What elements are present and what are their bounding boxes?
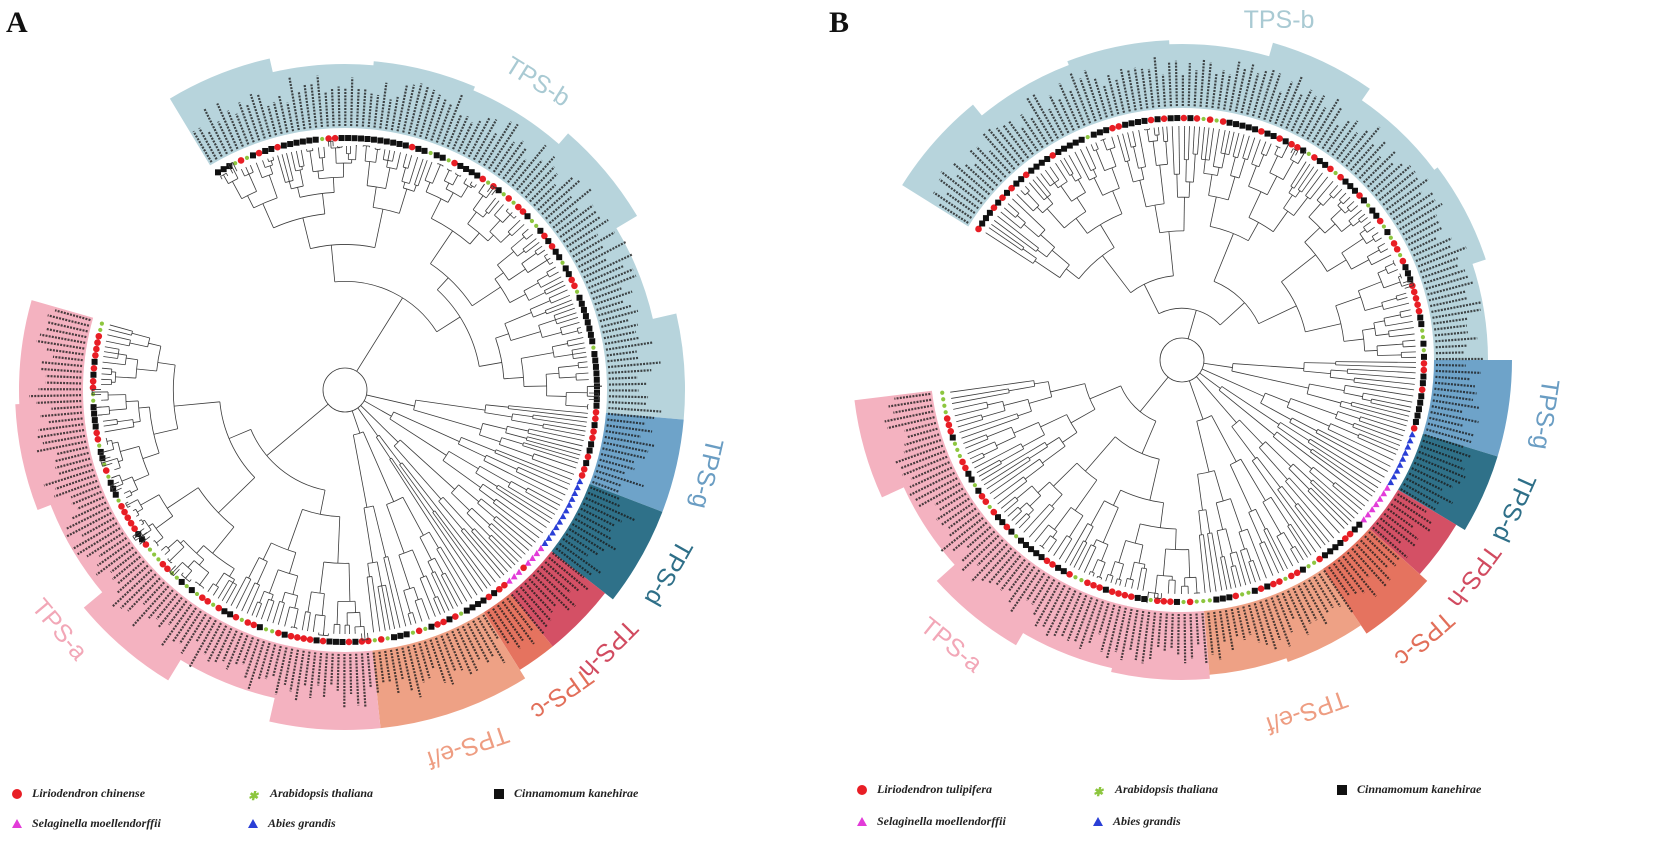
legend-label: Abies grandis [1113, 814, 1181, 828]
legend-label: Cinnamomum kanehirae [514, 786, 639, 800]
legend-label: Arabidopsis thaliana [270, 786, 374, 800]
legend-item-abies-grandis: Abies grandis [1093, 814, 1181, 829]
legend-item-selaginella-moellendorffii: Selaginella moellendorffii [12, 816, 161, 831]
clade-label-tpsg: TPS-g [1526, 377, 1564, 451]
red-circle-icon [12, 788, 22, 799]
green-star-icon: ✱ [248, 788, 259, 803]
clade-label-tpsa: TPS-a [915, 612, 988, 678]
legend-item-abies-grandis: Abies grandis [248, 816, 336, 831]
legend-item-liriodendron-tulipifera: Liriodendron tulipifera [857, 782, 992, 797]
clade-band-tpsef [1203, 597, 1288, 675]
clade-band-tpsb [447, 89, 560, 193]
leaf-labels [29, 75, 662, 708]
clade-label-tpsa: TPS-a [26, 593, 93, 665]
clade-band-tpsa [50, 484, 145, 594]
clade-band-tpsc [1322, 528, 1428, 634]
legend-label: Liriodendron tulipifera [877, 782, 993, 796]
red-circle-icon [857, 784, 867, 795]
panel-letter-b: B [829, 6, 850, 39]
legend-label: Arabidopsis thaliana [1115, 782, 1219, 796]
magenta-triangle-icon [12, 819, 22, 828]
clade-label-tpsd: TPS-d [1487, 470, 1541, 546]
clade-band-tpsd [551, 483, 663, 600]
panel-letter-a: A [6, 6, 28, 39]
legend-item-liriodendron-chinense: Liriodendron chinense [12, 786, 145, 801]
leaf-labels [884, 56, 1484, 665]
clade-label-tpsef: TPS-e/f [1262, 685, 1351, 740]
clade-band-tpsb [367, 61, 476, 150]
clade-label-tpsg: TPS-g [685, 436, 728, 511]
black-square-icon [494, 788, 504, 799]
legend-item-cinnamomum-kanehirae: Cinnamomum kanehirae [494, 786, 638, 801]
clade-band-tpsa [903, 464, 996, 566]
clade-band-tpsd [1398, 433, 1498, 530]
clade-band-tpsb [169, 58, 287, 166]
legend-item-cinnamomum-kanehirae: Cinnamomum kanehirae [1337, 782, 1481, 797]
magenta-triangle-icon [857, 817, 867, 826]
blue-triangle-icon [248, 819, 258, 828]
black-square-icon [1337, 784, 1347, 795]
legend-label: Cinnamomum kanehirae [1357, 782, 1482, 796]
clade-band-tpsb [1324, 99, 1436, 210]
green-star-icon: ✱ [1093, 784, 1104, 799]
blue-triangle-icon [1093, 817, 1103, 826]
legend-label: Liriodendron chinense [32, 786, 146, 800]
legend-label: Selaginella moellendorffii [877, 814, 1006, 828]
clade-label-tpsc: TPS-c [1389, 605, 1460, 672]
clade-band-tpsa [269, 645, 381, 730]
legend-item-arabidopsis-thaliana: ✱ Arabidopsis thaliana [248, 786, 374, 803]
legend-item-selaginella-moellendorffii: Selaginella moellendorffii [857, 814, 1006, 829]
legend-label: Abies grandis [268, 816, 336, 830]
clade-label-tpsc: TPS-c [525, 662, 598, 725]
clade-band-tpsa [19, 300, 94, 406]
legend-item-arabidopsis-thaliana: ✱ Arabidopsis thaliana [1093, 782, 1219, 799]
clade-band-tpsc [483, 593, 553, 670]
tree-branches [950, 126, 1416, 604]
tree-branches [91, 140, 603, 641]
clade-label-tpsh: TPS-h [1442, 539, 1507, 613]
clade-label-tpsef: TPS-e/f [423, 720, 512, 774]
legend-a: Liriodendron chinense ✱ Arabidopsis thal… [0, 786, 827, 846]
clade-band-tpsef [372, 612, 526, 729]
clade-label-tpsd: TPS-d [639, 535, 698, 610]
clade-band-tpsb [1420, 262, 1488, 360]
clade-label-tpsb: TPS-b [500, 51, 575, 112]
legend-b: Liriodendron tulipifera ✱ Arabidopsis th… [827, 782, 1654, 846]
species-markers [89, 134, 600, 646]
clade-label-tpsb: TPS-b [1244, 6, 1315, 34]
legend-label: Selaginella moellendorffii [32, 816, 161, 830]
clade-band-tpsa [15, 401, 101, 511]
species-markers [940, 114, 1428, 606]
clade-band-tpsa [83, 557, 209, 681]
